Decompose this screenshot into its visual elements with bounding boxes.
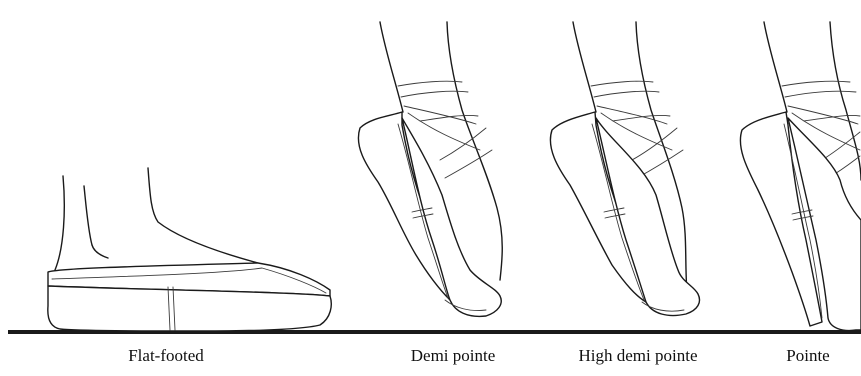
label-demi-pointe: Demi pointe <box>411 346 496 366</box>
label-high-demi-pointe: High demi pointe <box>579 346 698 366</box>
label-flat-footed: Flat-footed <box>128 346 204 366</box>
demi-pointe-foot <box>358 22 502 316</box>
label-pointe: Pointe <box>786 346 829 366</box>
pointe-foot <box>740 22 861 331</box>
flat-footed-foot <box>48 168 331 331</box>
high-demi-pointe-foot <box>550 22 699 316</box>
